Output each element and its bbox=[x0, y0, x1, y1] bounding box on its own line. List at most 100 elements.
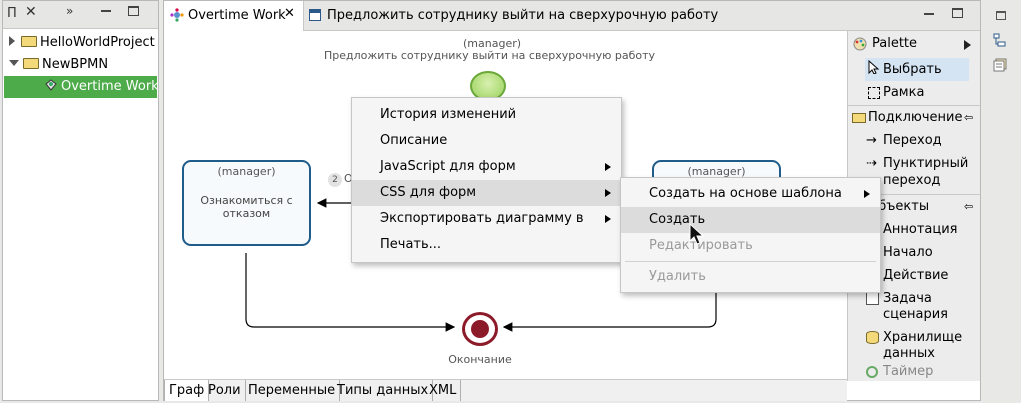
expand-arrow-icon[interactable] bbox=[9, 36, 15, 46]
menu-item-label: JavaScript для форм bbox=[380, 159, 516, 174]
tree-item-label: HelloWorldProject bbox=[40, 35, 155, 50]
right-toolbar-strip bbox=[984, 0, 1021, 403]
palette-toggle-icon[interactable] bbox=[964, 40, 971, 50]
start-role-label: (manager) bbox=[463, 37, 522, 50]
overflow-chevron-icon[interactable]: » bbox=[66, 4, 74, 18]
tool-label: данных bbox=[883, 346, 935, 361]
submenu-arrow-icon bbox=[864, 190, 870, 198]
palette-tool-timer[interactable]: Таймер bbox=[865, 365, 933, 379]
datastore-icon bbox=[866, 331, 879, 344]
tool-label: Задача bbox=[883, 291, 932, 306]
editor-bottom-tabs: Граф Роли Переменные Типы данных XML bbox=[164, 379, 847, 401]
end-event[interactable] bbox=[462, 312, 498, 346]
tree-item-helloworldproject[interactable]: HelloWorldProject bbox=[9, 32, 155, 54]
submenu-arrow-icon bbox=[605, 189, 611, 197]
tab-graph[interactable]: Граф bbox=[164, 380, 210, 401]
folder-open-icon bbox=[23, 58, 39, 69]
close-icon[interactable]: ✕ bbox=[25, 4, 37, 20]
context-menu: История изменений Описание JavaScript дл… bbox=[351, 97, 622, 263]
folder-open-icon bbox=[852, 113, 866, 123]
section-label: Подключение bbox=[868, 110, 963, 125]
timer-icon bbox=[866, 366, 878, 378]
submenu-item-create[interactable]: Создать bbox=[621, 207, 880, 233]
tool-label: переход bbox=[883, 173, 941, 188]
tab-offer-overtime[interactable]: Предложить сотруднику выйти на сверхуроч… bbox=[304, 1, 844, 31]
tab-overtime-work[interactable]: Overtime Work ✕ bbox=[164, 1, 304, 31]
form-icon bbox=[309, 9, 321, 21]
outline-icon[interactable] bbox=[993, 33, 1007, 47]
palette-tool-datastore[interactable]: Хранилище bbox=[865, 326, 962, 349]
palette-icon bbox=[853, 37, 867, 55]
palette-tool-datastore-line2: данных bbox=[865, 342, 935, 365]
palette-section-objects[interactable]: Объекты ⇦ bbox=[848, 194, 981, 218]
tab-variables[interactable]: Переменные bbox=[244, 380, 341, 401]
task-acknowledge-refusal[interactable]: (manager) Ознакомиться с отказом bbox=[182, 160, 311, 246]
menu-item-label: История изменений bbox=[380, 107, 517, 122]
section-label: Объекты bbox=[868, 199, 930, 214]
menu-item-label: CSS для форм bbox=[380, 185, 477, 200]
palette-tool-annotation[interactable]: Аннотация bbox=[865, 218, 958, 241]
palette-tool-action[interactable]: Действие bbox=[865, 264, 948, 287]
palette-tool-start[interactable]: Начало bbox=[865, 241, 933, 264]
tab-label: Предложить сотруднику выйти на сверхуроч… bbox=[327, 8, 719, 23]
menu-item-label: Экспортировать диаграмму в bbox=[380, 211, 584, 226]
minimize-icon[interactable] bbox=[924, 13, 934, 15]
menu-item-description[interactable]: Описание bbox=[352, 128, 621, 154]
palette-tool-marquee[interactable]: Рамка bbox=[865, 81, 924, 104]
close-icon[interactable]: ✕ bbox=[284, 6, 295, 21]
menu-separator bbox=[625, 261, 876, 262]
tree-item-newbpmn[interactable]: NewBPMN bbox=[9, 54, 108, 76]
menu-item-label: Печать... bbox=[380, 237, 442, 252]
palette-tool-dashed-transition[interactable]: ⇢ Пунктирный bbox=[865, 152, 968, 175]
minimize-icon[interactable] bbox=[101, 10, 111, 12]
restore-icon[interactable] bbox=[996, 11, 1006, 20]
diagram-connectors bbox=[245, 198, 717, 332]
project-explorer-panel: П ✕ » HelloWorldProject NewBPMN Overtime… bbox=[2, 0, 159, 401]
start-caption: Предложить сотруднику выйти на сверхуроч… bbox=[324, 49, 656, 62]
maximize-icon[interactable] bbox=[128, 6, 139, 16]
maximize-icon[interactable] bbox=[952, 8, 963, 18]
process-icon bbox=[44, 77, 58, 91]
palette-tool-select[interactable]: Выбрать bbox=[865, 58, 969, 81]
tree-item-overtime-work[interactable]: Overtime Work bbox=[4, 76, 159, 98]
menu-item-print[interactable]: Печать... bbox=[352, 232, 621, 258]
tab-xml[interactable]: XML bbox=[425, 380, 462, 401]
menu-item-css-forms[interactable]: CSS для форм bbox=[352, 180, 621, 206]
palette-tool-transition[interactable]: → Переход bbox=[865, 129, 942, 152]
menu-item-label: Описание bbox=[380, 133, 448, 148]
project-explorer-tabbar: П ✕ » bbox=[3, 1, 158, 29]
menu-item-history[interactable]: История изменений bbox=[352, 102, 621, 128]
palette-tool-script-task[interactable]: Задача bbox=[865, 287, 932, 310]
tree-item-label: Overtime Work bbox=[61, 79, 159, 94]
collapse-arrow-icon[interactable] bbox=[9, 60, 19, 66]
submenu-item-edit[interactable]: Редактировать bbox=[621, 233, 880, 259]
transition-label: О bbox=[344, 172, 353, 185]
task-name: Ознакомиться с отказом bbox=[200, 194, 293, 220]
palette-section-connections[interactable]: Подключение ⇦ bbox=[848, 105, 981, 129]
project-explorer-tab[interactable]: П bbox=[7, 6, 17, 21]
dashed-arrow-icon: ⇢ bbox=[866, 156, 877, 171]
pin-icon[interactable]: ⇦ bbox=[964, 111, 974, 124]
menu-item-javascript-forms[interactable]: JavaScript для форм bbox=[352, 154, 621, 180]
tab-roles[interactable]: Роли bbox=[204, 380, 246, 401]
pin-icon[interactable]: ⇦ bbox=[964, 200, 974, 213]
editor-tabbar: Overtime Work ✕ Предложить сотруднику вы… bbox=[164, 1, 980, 31]
tool-label: Переход bbox=[883, 133, 942, 148]
tab-data-types[interactable]: Типы данных bbox=[333, 380, 434, 401]
process-icon bbox=[170, 8, 184, 26]
properties-icon[interactable] bbox=[993, 58, 1007, 72]
submenu-item-delete[interactable]: Удалить bbox=[621, 264, 880, 290]
palette-tool-dashed-transition-line2: переход bbox=[865, 169, 940, 192]
tool-label: Хранилище bbox=[883, 330, 963, 345]
folder-icon bbox=[21, 36, 37, 47]
arrow-right-icon: → bbox=[866, 133, 877, 148]
tool-label: Пунктирный bbox=[883, 156, 969, 171]
tool-label: сценария bbox=[883, 307, 948, 322]
css-submenu: Создать на основе шаблона Создать Редакт… bbox=[620, 177, 881, 293]
tool-label: Начало bbox=[883, 245, 933, 260]
menu-item-label: Создать на основе шаблона bbox=[649, 186, 842, 201]
palette-tool-script-task-line2: сценария bbox=[865, 303, 948, 326]
submenu-item-create-from-template[interactable]: Создать на основе шаблона bbox=[621, 181, 880, 207]
menu-item-export-diagram[interactable]: Экспортировать диаграмму в bbox=[352, 206, 621, 232]
tool-label: Рамка bbox=[883, 85, 925, 100]
